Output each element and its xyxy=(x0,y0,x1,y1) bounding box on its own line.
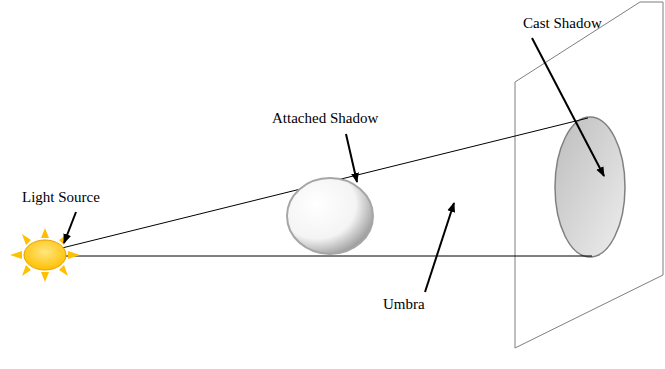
leader-arrow xyxy=(425,203,454,292)
wall-plane xyxy=(515,2,663,348)
callout-label: Light Source xyxy=(22,189,100,206)
light-ray xyxy=(62,256,592,257)
callout-label: Umbra xyxy=(383,296,425,313)
leader-arrow xyxy=(64,212,76,243)
leader-arrow xyxy=(532,38,604,176)
sphere xyxy=(287,178,373,254)
cast-shadow-ellipse xyxy=(555,117,625,257)
callout-label: Attached Shadow xyxy=(272,110,378,127)
callout-label: Cast Shadow xyxy=(523,15,602,32)
sun-icon xyxy=(10,228,80,282)
leader-arrow xyxy=(346,134,357,182)
